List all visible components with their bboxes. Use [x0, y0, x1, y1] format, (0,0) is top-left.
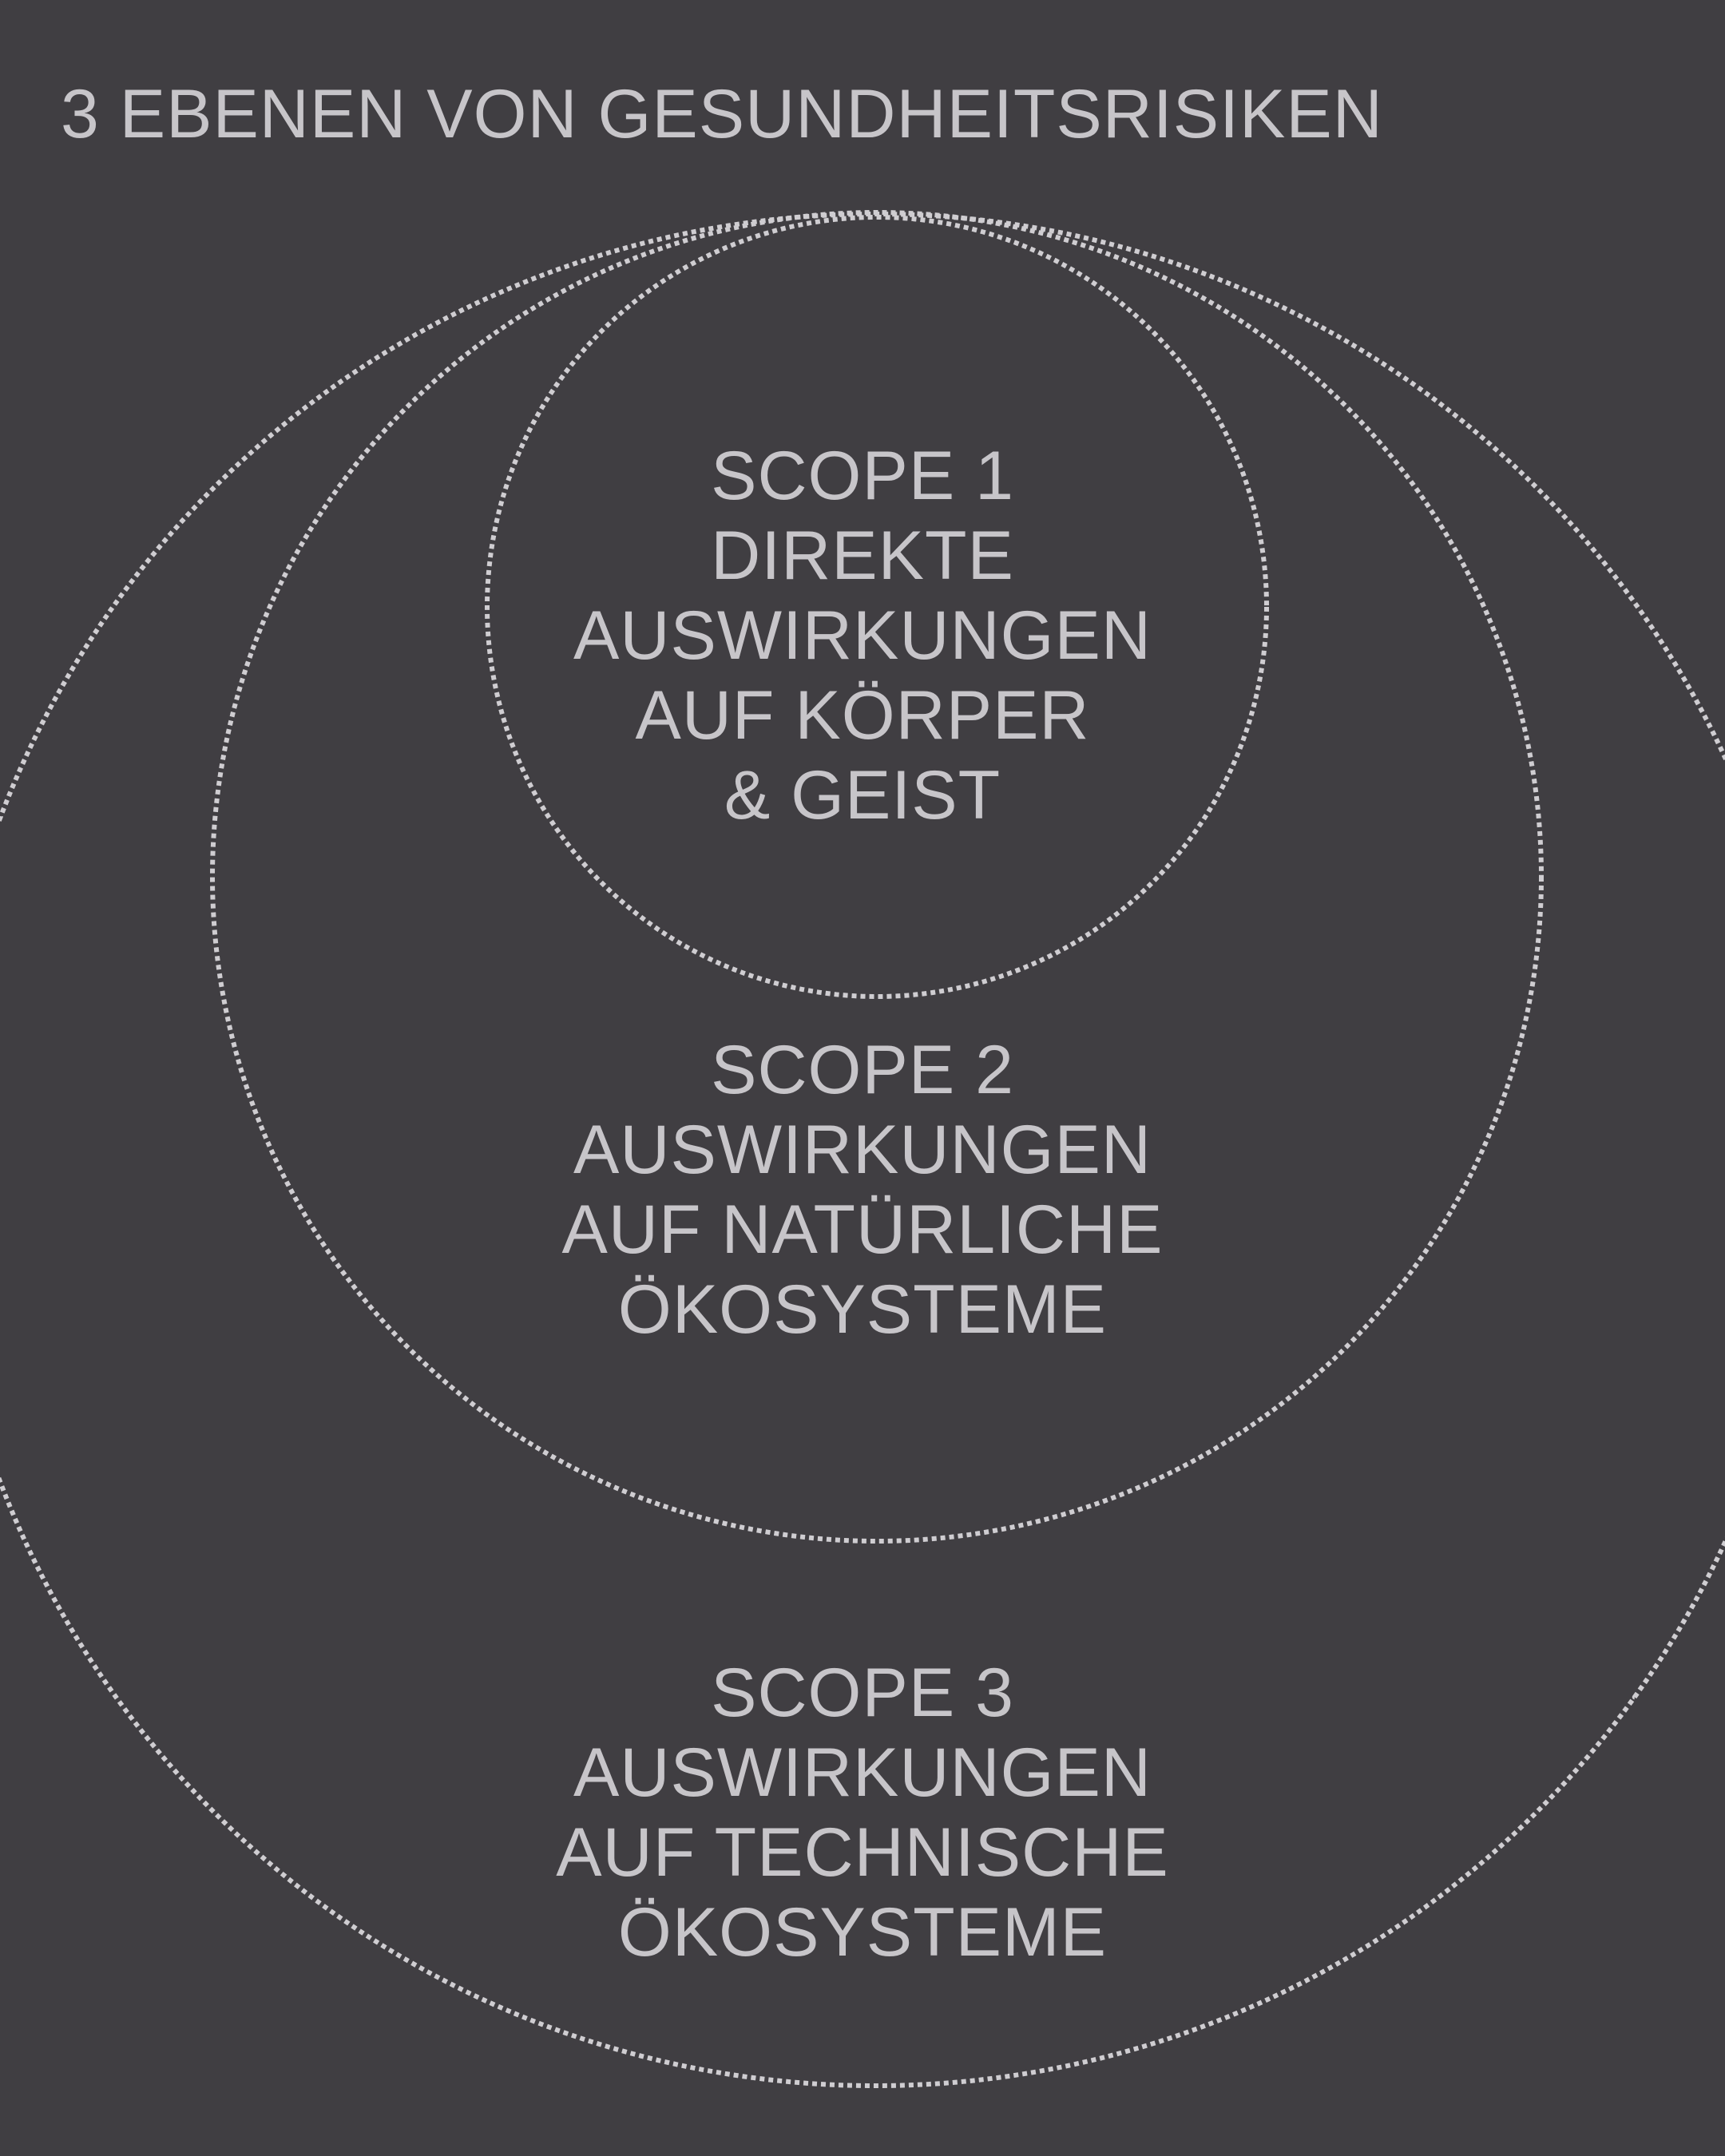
scope-2-line: AUF NATÜRLICHE	[561, 1191, 1164, 1268]
scope-2-line: ÖKOSYSTEME	[617, 1271, 1108, 1348]
scope-3-line: ÖKOSYSTEME	[617, 1894, 1108, 1971]
scope-1-circle	[485, 215, 1269, 999]
scope-3-label: SCOPE 3 AUSWIRKUNGEN AUF TECHNISCHE ÖKOS…	[0, 1653, 1725, 1972]
scope-1-line: & GEIST	[724, 757, 1001, 834]
scope-2-line: AUSWIRKUNGEN	[573, 1112, 1152, 1188]
scope-1-line: DIREKTE	[711, 517, 1014, 594]
scope-1-line: AUF KÖRPER	[635, 677, 1090, 754]
scope-2-line: SCOPE 2	[711, 1032, 1014, 1108]
scope-1-label: SCOPE 1 DIREKTE AUSWIRKUNGEN AUF KÖRPER …	[0, 436, 1725, 835]
scope-1-line: SCOPE 1	[711, 438, 1014, 514]
scope-3-line: SCOPE 3	[711, 1655, 1014, 1731]
scope-3-line: AUF TECHNISCHE	[556, 1814, 1169, 1891]
diagram-title: 3 EBENEN VON GESUNDHEITSRISIKEN	[61, 76, 1383, 153]
scope-2-circle	[210, 210, 1544, 1544]
scope-2-label: SCOPE 2 AUSWIRKUNGEN AUF NATÜRLICHE ÖKOS…	[0, 1030, 1725, 1349]
scope-3-line: AUSWIRKUNGEN	[573, 1734, 1152, 1811]
scope-1-line: AUSWIRKUNGEN	[573, 597, 1152, 674]
